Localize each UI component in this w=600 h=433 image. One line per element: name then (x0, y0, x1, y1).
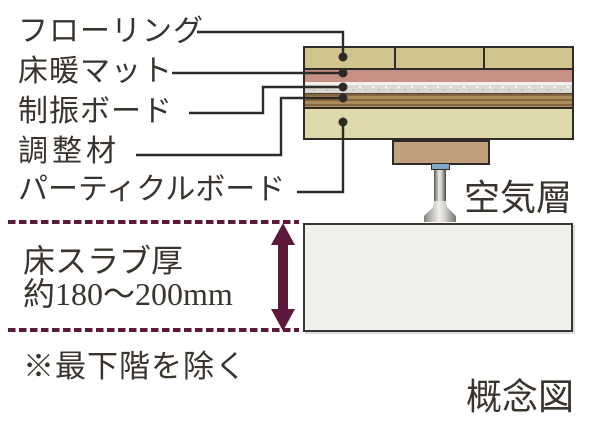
plank-divider (394, 48, 396, 68)
slab-thickness-line2: 約180〜200mm (23, 276, 233, 312)
label-particle-board: パーティクルボード (18, 173, 286, 206)
layer-particle-board (305, 109, 572, 138)
slab-thickness-caption: 床スラブ厚 約180〜200mm (23, 245, 233, 311)
plank-divider (483, 48, 485, 68)
layer-leveling-material (305, 94, 572, 109)
label-damping-board: 制振ボード (18, 95, 173, 128)
footnote: ※最下階を除く (23, 349, 247, 384)
support-block (392, 140, 490, 165)
air-layer-label: 空気層 (464, 178, 573, 218)
floor-slab (303, 223, 573, 332)
label-leveling-material: 調整材 (18, 135, 120, 168)
support-post (434, 170, 446, 203)
layer-floor-heating-mat (305, 70, 572, 82)
layer-underlay-sheet (305, 82, 572, 85)
support-foot (424, 201, 456, 222)
slab-thickness-line1: 床スラブ厚 (23, 243, 184, 279)
concept-diagram-label: 概念図 (466, 377, 575, 417)
label-heating-mat: 床暖マット (18, 55, 173, 88)
thickness-arrow-icon (271, 223, 295, 331)
label-flooring: フローリング (18, 15, 204, 48)
floor-board-assembly (303, 46, 574, 140)
layer-flooring (305, 48, 572, 70)
layer-damping-board (305, 85, 572, 94)
support-rubber-cap (431, 163, 450, 170)
